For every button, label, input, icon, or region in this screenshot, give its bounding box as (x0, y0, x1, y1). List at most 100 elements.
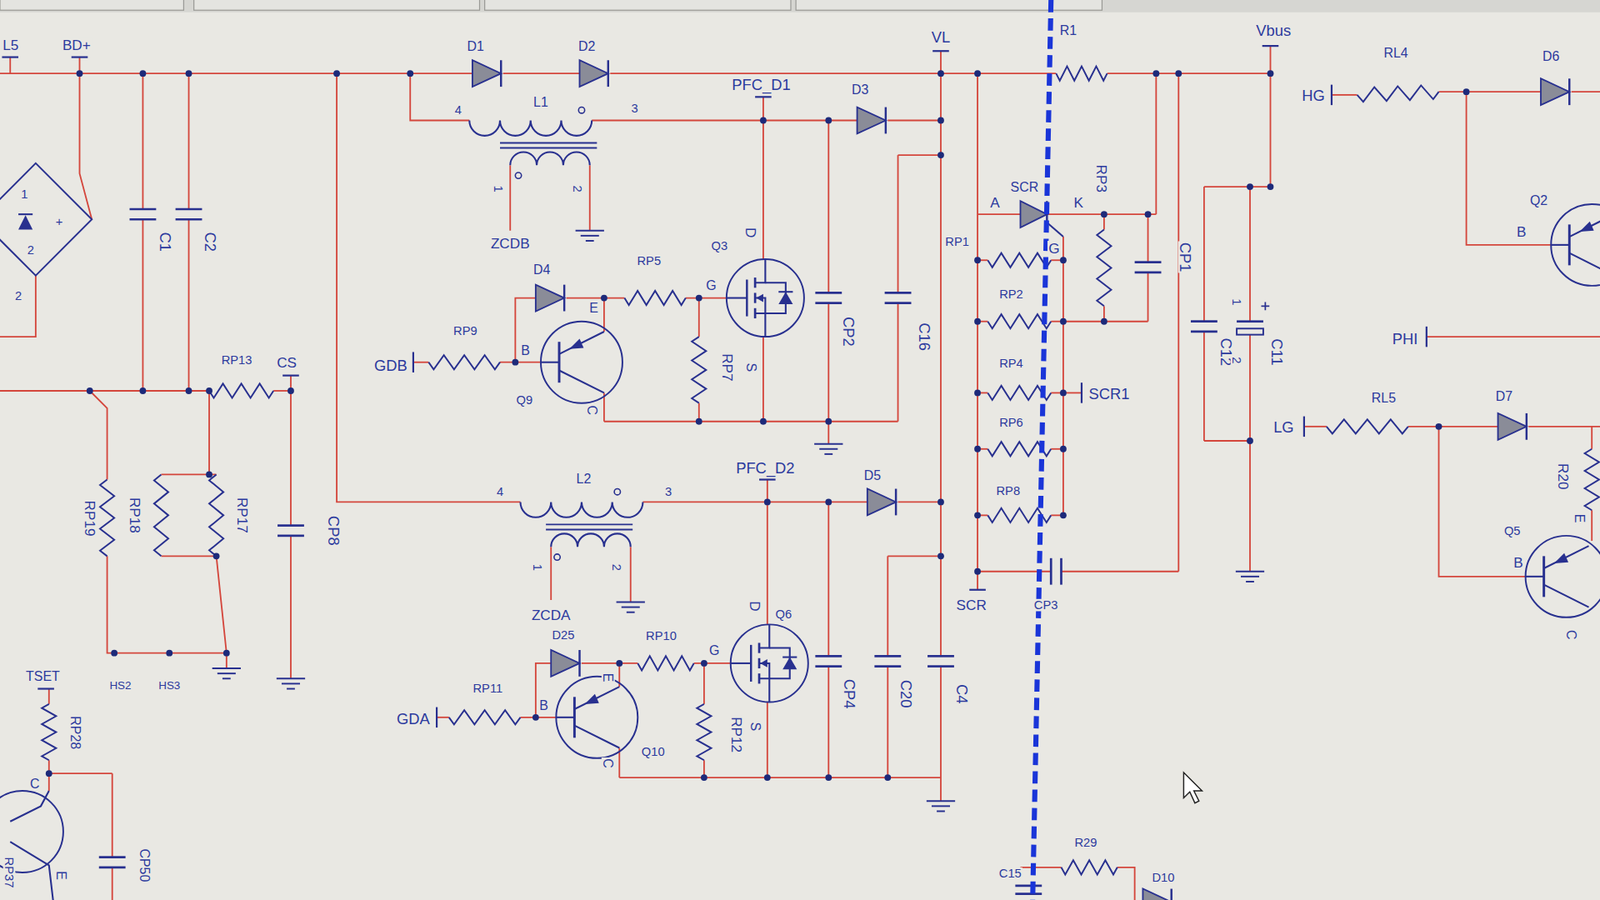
symbol-line (755, 259, 765, 283)
emitter-arrow (585, 694, 600, 705)
schematic-label: RP4 (998, 357, 1025, 370)
schematic-label: C20 (898, 679, 914, 710)
capacitor-symbol (99, 855, 126, 859)
resistor-symbol (691, 336, 706, 404)
wire (410, 73, 470, 120)
junction-dot (140, 70, 147, 77)
wire (1147, 272, 1150, 322)
symbol-line (1569, 214, 1600, 237)
symbol-line (1569, 253, 1600, 276)
wire (694, 662, 731, 665)
capacitor-symbol (99, 865, 126, 869)
symbol-line (18, 213, 33, 215)
diode-bar (607, 60, 610, 87)
port-symbol (932, 50, 950, 52)
electrolytic-plate (1236, 328, 1264, 335)
junction-dot (406, 70, 414, 77)
schematic-label: ZCDA (530, 608, 572, 623)
schematic-label: B (1515, 224, 1528, 239)
schematic-label: RP3 (1095, 163, 1110, 194)
port-symbol (71, 55, 89, 58)
junction-dot (937, 499, 945, 506)
schematic-label: B (1512, 555, 1525, 570)
schematic-label: A (989, 195, 1001, 210)
junction-dot (695, 295, 703, 302)
core-line (545, 529, 633, 531)
wire (581, 662, 638, 665)
port-symbol (37, 687, 55, 690)
wire (80, 73, 93, 220)
wire (208, 390, 210, 475)
junction-dot (333, 70, 340, 77)
symbol-line (559, 331, 605, 355)
junction-dot (695, 418, 703, 425)
mosfet-symbol (730, 624, 809, 702)
wire (566, 297, 625, 300)
schematic-label: C16 (916, 321, 932, 352)
schematic-label: RP7 (720, 352, 735, 383)
symbol-line (574, 725, 620, 749)
schematic-label: SCR1 (1087, 385, 1130, 401)
capacitor-symbol (874, 655, 901, 658)
tab (194, 0, 480, 10)
symbol-line (782, 656, 797, 659)
symbol-line (1544, 585, 1590, 608)
schematic-label: C (1565, 629, 1579, 641)
schematic-label: CP3 (1033, 599, 1060, 612)
core-line (500, 141, 597, 144)
symbol-line (726, 297, 747, 300)
wire (1203, 331, 1205, 441)
wire (90, 390, 108, 480)
symbol-line (10, 841, 53, 900)
wire (766, 480, 769, 503)
schematic-label: RP18 (127, 496, 142, 535)
ground-symbol (281, 682, 300, 685)
junction-dot (1060, 445, 1067, 453)
schematic-label: G (708, 643, 721, 657)
schematic-label: D10 (1150, 871, 1175, 885)
wire (589, 165, 591, 230)
diode-symbol (857, 107, 886, 135)
junction-dot (615, 660, 623, 667)
schematic-label: E (588, 301, 600, 315)
wire (827, 501, 830, 656)
wire (940, 50, 942, 74)
schematic-label: Q3 (710, 240, 729, 253)
schematic-label: B (520, 343, 531, 357)
schematic-label: RP11 (471, 682, 504, 695)
port-symbol (1262, 45, 1280, 47)
tab (795, 0, 1102, 10)
junction-dot (205, 387, 213, 395)
resistor-symbol (1585, 449, 1600, 510)
schematic-label: 4 (453, 104, 463, 117)
port-symbol (1425, 326, 1428, 347)
capacitor-symbol (927, 665, 955, 668)
wire (1249, 186, 1251, 322)
wire (940, 777, 942, 801)
junction-dot (974, 445, 981, 453)
base-bar (1568, 224, 1571, 265)
schematic-label: PFC_D1 (730, 76, 792, 92)
inductor-coil (520, 501, 643, 517)
emitter-arrow (1580, 221, 1595, 232)
schematic-label: R1 (1059, 24, 1079, 38)
schematic-label: CP2 (841, 315, 857, 348)
schematic-label: GDA (395, 710, 431, 726)
schematic-label: C (29, 776, 41, 790)
schematic-label: E (601, 672, 615, 684)
capacitor-symbol (927, 655, 955, 658)
scr-symbol (1020, 200, 1047, 228)
inductor-coil (510, 151, 590, 165)
diode-symbol (550, 650, 580, 677)
port-symbol (282, 375, 300, 377)
capacitor-symbol (1015, 892, 1042, 895)
schematic-label: RL5 (1370, 391, 1398, 405)
wire (1439, 90, 1541, 93)
junction-dot (974, 568, 981, 575)
transistor-symbol (540, 321, 623, 404)
schematic-label: BD+ (61, 37, 92, 52)
wire (604, 420, 899, 423)
wire (1270, 73, 1272, 187)
symbol-line (730, 662, 751, 665)
